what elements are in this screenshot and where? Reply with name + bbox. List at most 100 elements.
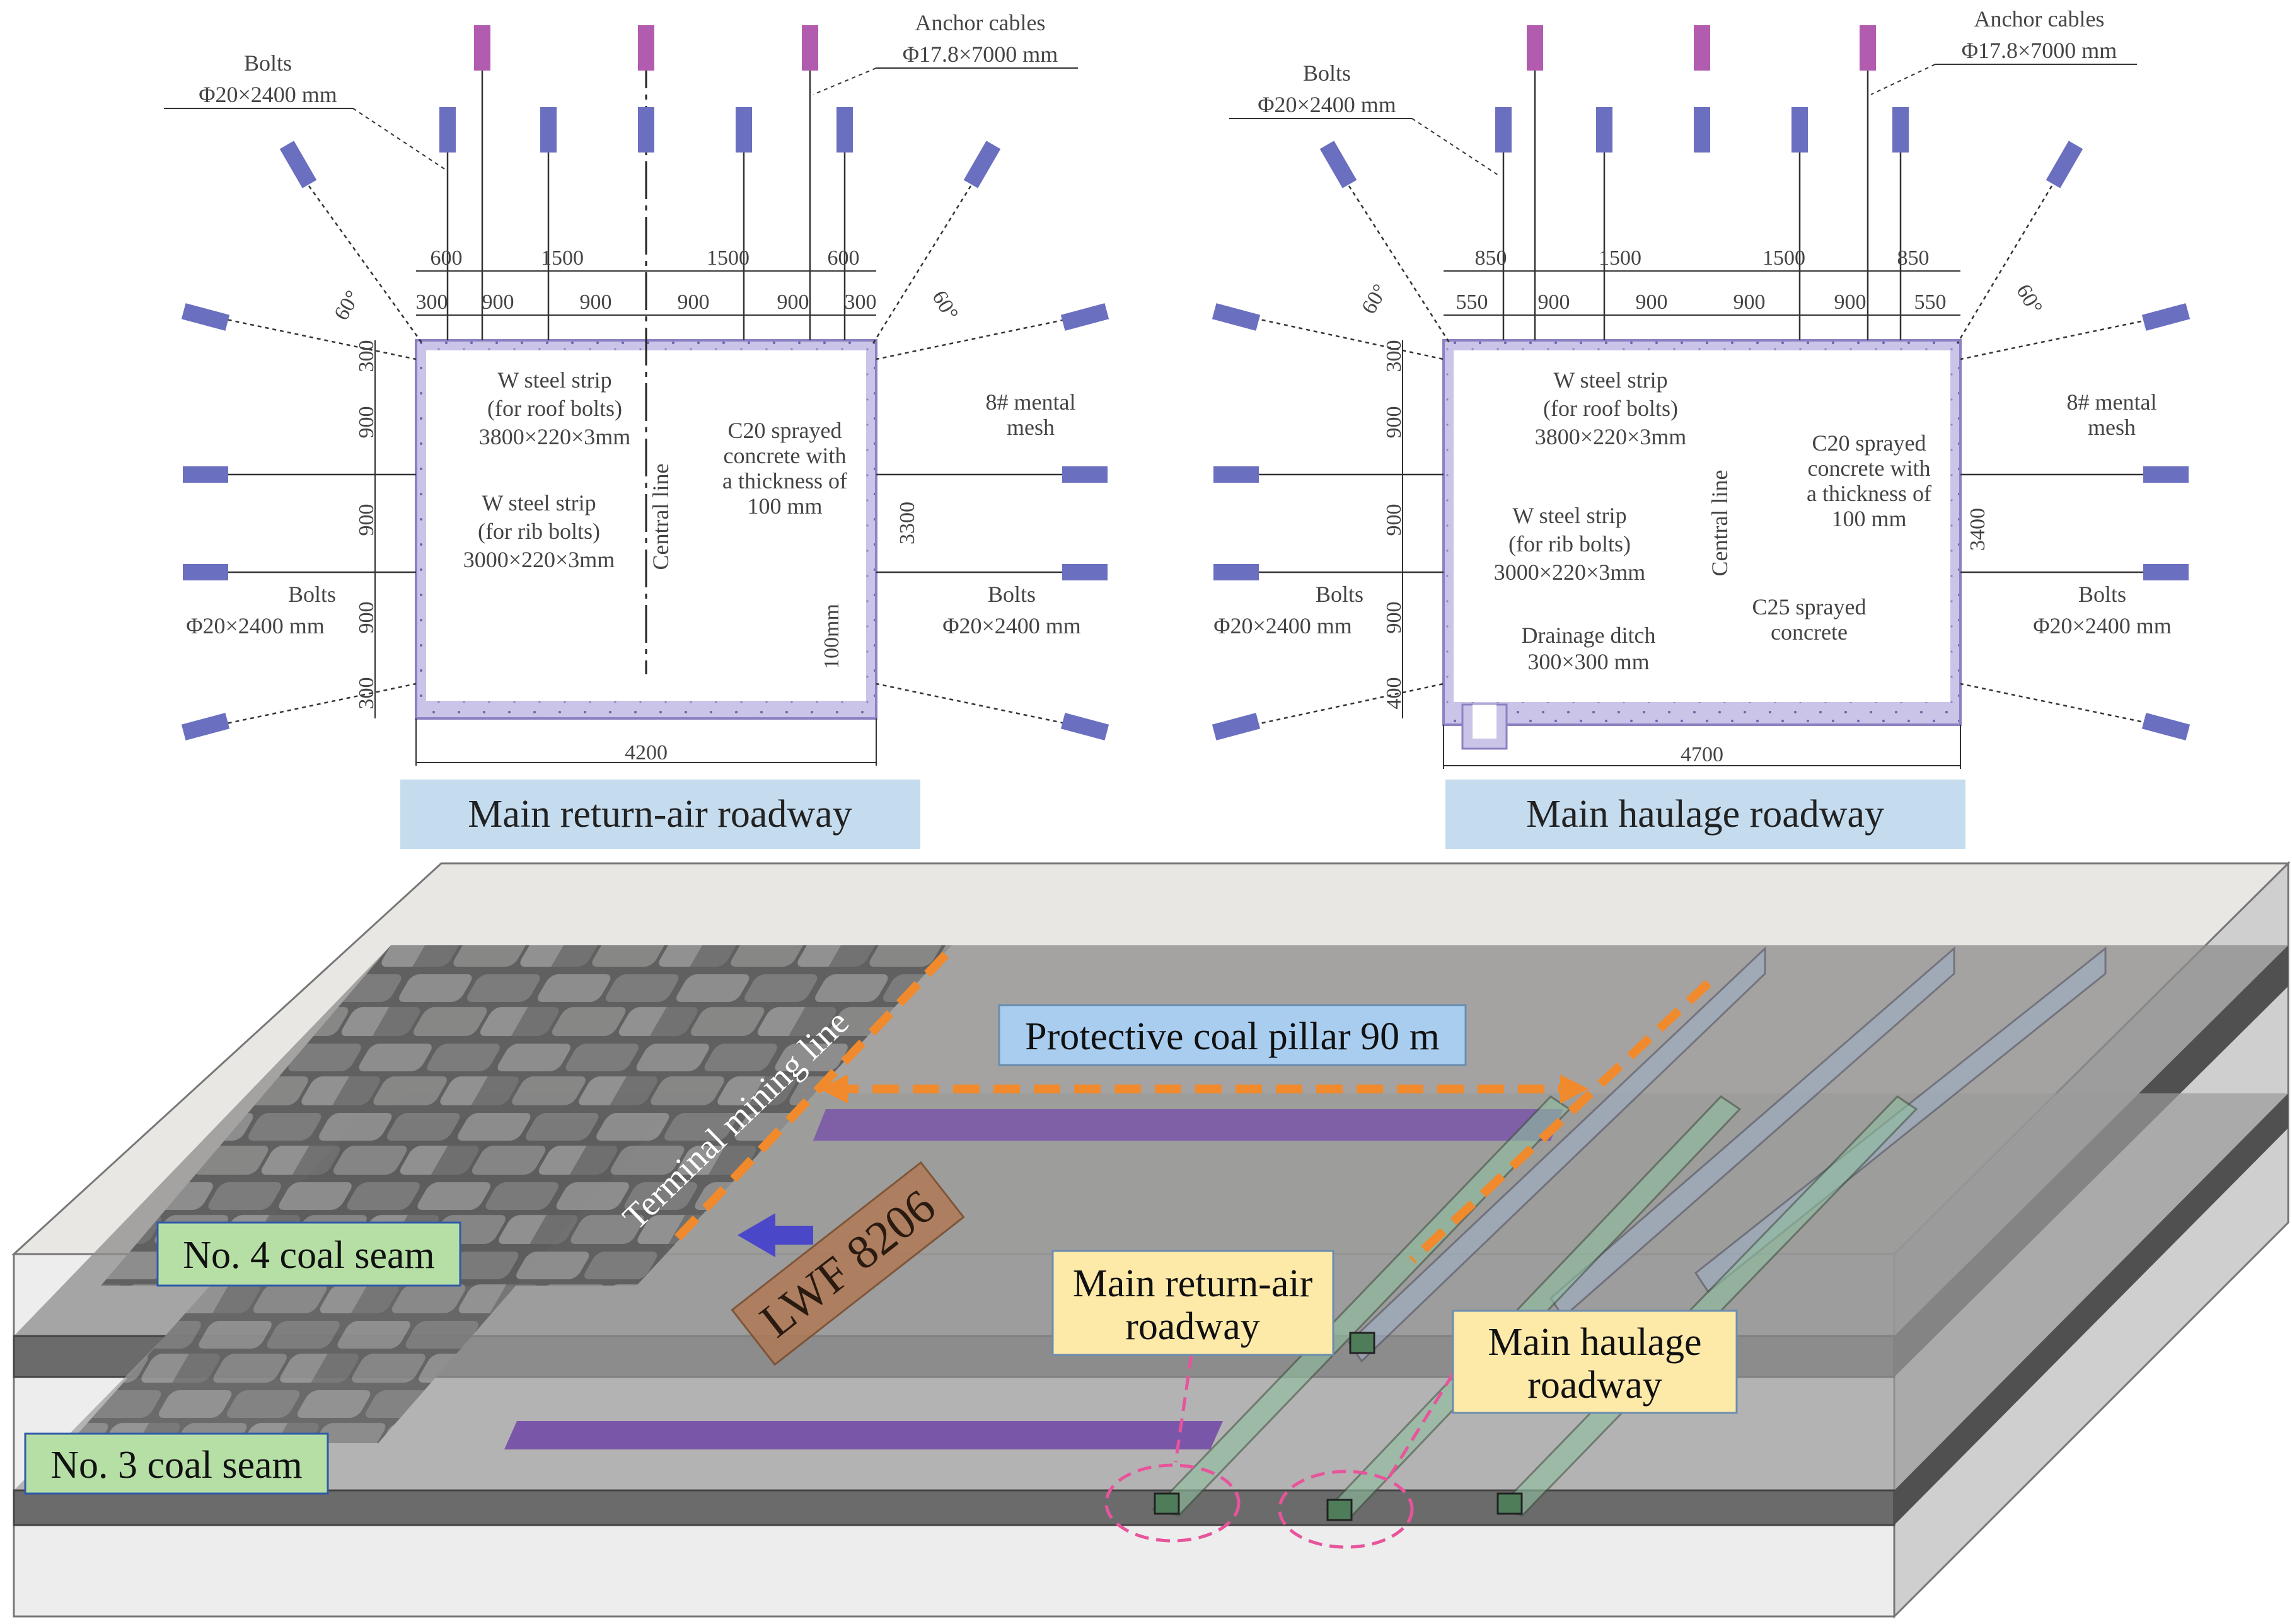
return-air-label-box [1051,1250,1334,1356]
haulage-dim-second-5: 550 [1914,291,1947,314]
return-air-roof-strip-2: (for roof bolts) [487,396,622,421]
haulage-dim-top-2: 1500 [1762,246,1805,270]
return-air-dim-top-1: 1500 [541,246,584,270]
return-air-dim-second-5: 300 [845,291,877,314]
return-air-dim-second-1: 900 [482,291,514,314]
haulage-dim-second-1: 900 [1538,291,1570,314]
haulage-bolts-right-spec: Φ20×2400 mm [2033,613,2172,638]
haulage-roof-strip-3: 3800×220×3mm [1535,424,1687,449]
return-air-bolts-right-label: Bolts [988,582,1036,607]
haulage-dim-second-4: 900 [1834,291,1867,314]
strata-block: Protective coal pillar 90 m Terminal min… [11,861,2291,1619]
haulage-rib-strip-2: (for rib bolts) [1508,531,1631,556]
return-air-label-1: Main return-air [1073,1262,1313,1305]
pillar-label: Protective coal pillar 90 m [1025,1015,1440,1058]
haulage-dim-left-2: 900 [1382,504,1406,536]
return-air-anchor-cables-label: Anchor cables [915,10,1046,35]
return-air-sprayed-3: a thickness of [722,468,847,493]
haulage-angle-right: 60° [2011,280,2047,318]
pillar-label-box [998,1004,1467,1066]
haulage-sprayed-3: a thickness of [1807,481,1931,506]
haulage-sprayed-2: concrete with [1808,456,1931,481]
seam3-right [1894,1093,2288,1525]
seam3-label-box [24,1432,329,1495]
advance-arrow [738,1213,813,1257]
pillar-arrow-left [819,1074,848,1103]
return-air-bolts-left-label: Bolts [288,582,336,607]
haulage-roof-strip-2: (for roof bolts) [1543,396,1678,421]
return-air-mesh-2: mesh [1007,415,1055,440]
return-air-anchor-cables [474,25,818,71]
haulage-sprayed-1: C20 sprayed [1812,430,1926,456]
return-air-floor-thickness: 100mm [820,604,843,669]
return-air-anchor-cables-spec: Φ17.8×7000 mm [903,42,1058,67]
return-air-dim-second-4: 900 [777,291,809,314]
haulage-label-1: Main haulage [1488,1321,1701,1364]
haulage-mesh-2: mesh [2088,415,2136,440]
return-air-dim-left-1: 900 [355,406,378,439]
return-air-pointer [1174,1354,1193,1463]
haulage-dim-second-3: 900 [1733,291,1766,314]
haulage-anchor-cables-spec: Φ17.8×7000 mm [1962,38,2117,63]
return-air-section: 600 1500 1500 600 300 900 900 900 900 30… [164,10,1109,849]
return-air-bolts-left-spec: Φ20×2400 mm [186,613,325,638]
pillar-arrow-right [1560,1074,1589,1103]
return-air-bolts-top-spec: Φ20×2400 mm [199,82,337,107]
haulage-dim-top-0: 850 [1475,246,1507,270]
haulage-bolts-left-label: Bolts [1316,582,1363,607]
haulage-dim-top-1: 1500 [1599,246,1641,270]
haulage-rib-strip-3: 3000×220×3mm [1494,560,1646,585]
return-air-roof-bolts [439,107,853,153]
haulage-section: 850 1500 1500 850 550 900 900 900 900 55… [1212,6,2191,849]
haulage-bolts-right-label: Bolts [2078,582,2126,607]
haulage-dim-left-3: 900 [1382,602,1406,634]
haulage-rib-bolts [1212,303,2191,740]
return-air-sprayed-4: 100 mm [747,493,822,519]
haulage-width: 4700 [1681,743,1723,766]
haulage-bolts-top-spec: Φ20×2400 mm [1258,92,1396,117]
return-air-dim-second-3: 900 [678,291,710,314]
return-air-title: Main return-air roadway [468,793,852,836]
face-upper [813,1109,1563,1141]
roadway-ends [1154,1332,1523,1521]
return-air-roof-strip-3: 3800×220×3mm [479,424,631,449]
face-lower [504,1421,1223,1449]
return-air-rib-bolts [181,303,1109,740]
return-air-width: 4200 [625,741,668,764]
haulage-label-box [1452,1310,1738,1414]
return-air-height: 3300 [896,502,919,544]
roadway-dash [1409,979,1711,1264]
haulage-dim-top-3: 850 [1897,246,1930,270]
haulage-dim-left-1: 900 [1382,406,1406,439]
haulage-dim-second-2: 900 [1636,291,1668,314]
return-air-dim-left-0: 300 [355,340,378,372]
haulage-bolts-left-spec: Φ20×2400 mm [1213,613,1352,638]
return-air-bolts-top-label: Bolts [244,50,292,76]
return-air-sprayed-2: concrete with [724,443,847,468]
haulage-central-line-label: Central line [1707,470,1732,577]
return-air-bolts-right-spec: Φ20×2400 mm [942,613,1081,638]
return-air-rib-strip-3: 3000×220×3mm [463,547,615,572]
haulage-title: Main haulage roadway [1526,793,1884,836]
haulage-ditch-2: 300×300 mm [1527,649,1649,674]
haulage-mesh-1: 8# mental [2067,389,2157,415]
haulage-opening [1454,350,1950,702]
return-air-dim-second-0: 300 [416,291,448,314]
haulage-label-2: roadway [1527,1364,1662,1407]
return-air-dim-left-2: 900 [355,504,378,536]
haulage-dim-second-0: 550 [1456,291,1488,314]
return-air-central-line-label: Central line [648,464,673,570]
haulage-rib-strip-1: W steel strip [1512,503,1626,528]
return-air-roof-strip-1: W steel strip [497,367,611,393]
return-air-dim-top-0: 600 [431,246,463,270]
terminal-mining-line-dash [664,952,949,1251]
haulage-angled-bolts [1319,141,2083,188]
return-air-highlight [1104,1463,1241,1543]
haulage-sprayed-4: 100 mm [1831,506,1906,531]
haulage-roof-strip-1: W steel strip [1553,367,1667,393]
seam4-label-box [156,1221,461,1287]
return-air-dim-second-2: 900 [580,291,612,314]
return-air-sprayed-1: C20 sprayed [728,418,842,443]
haulage-height: 3400 [1966,508,1989,551]
